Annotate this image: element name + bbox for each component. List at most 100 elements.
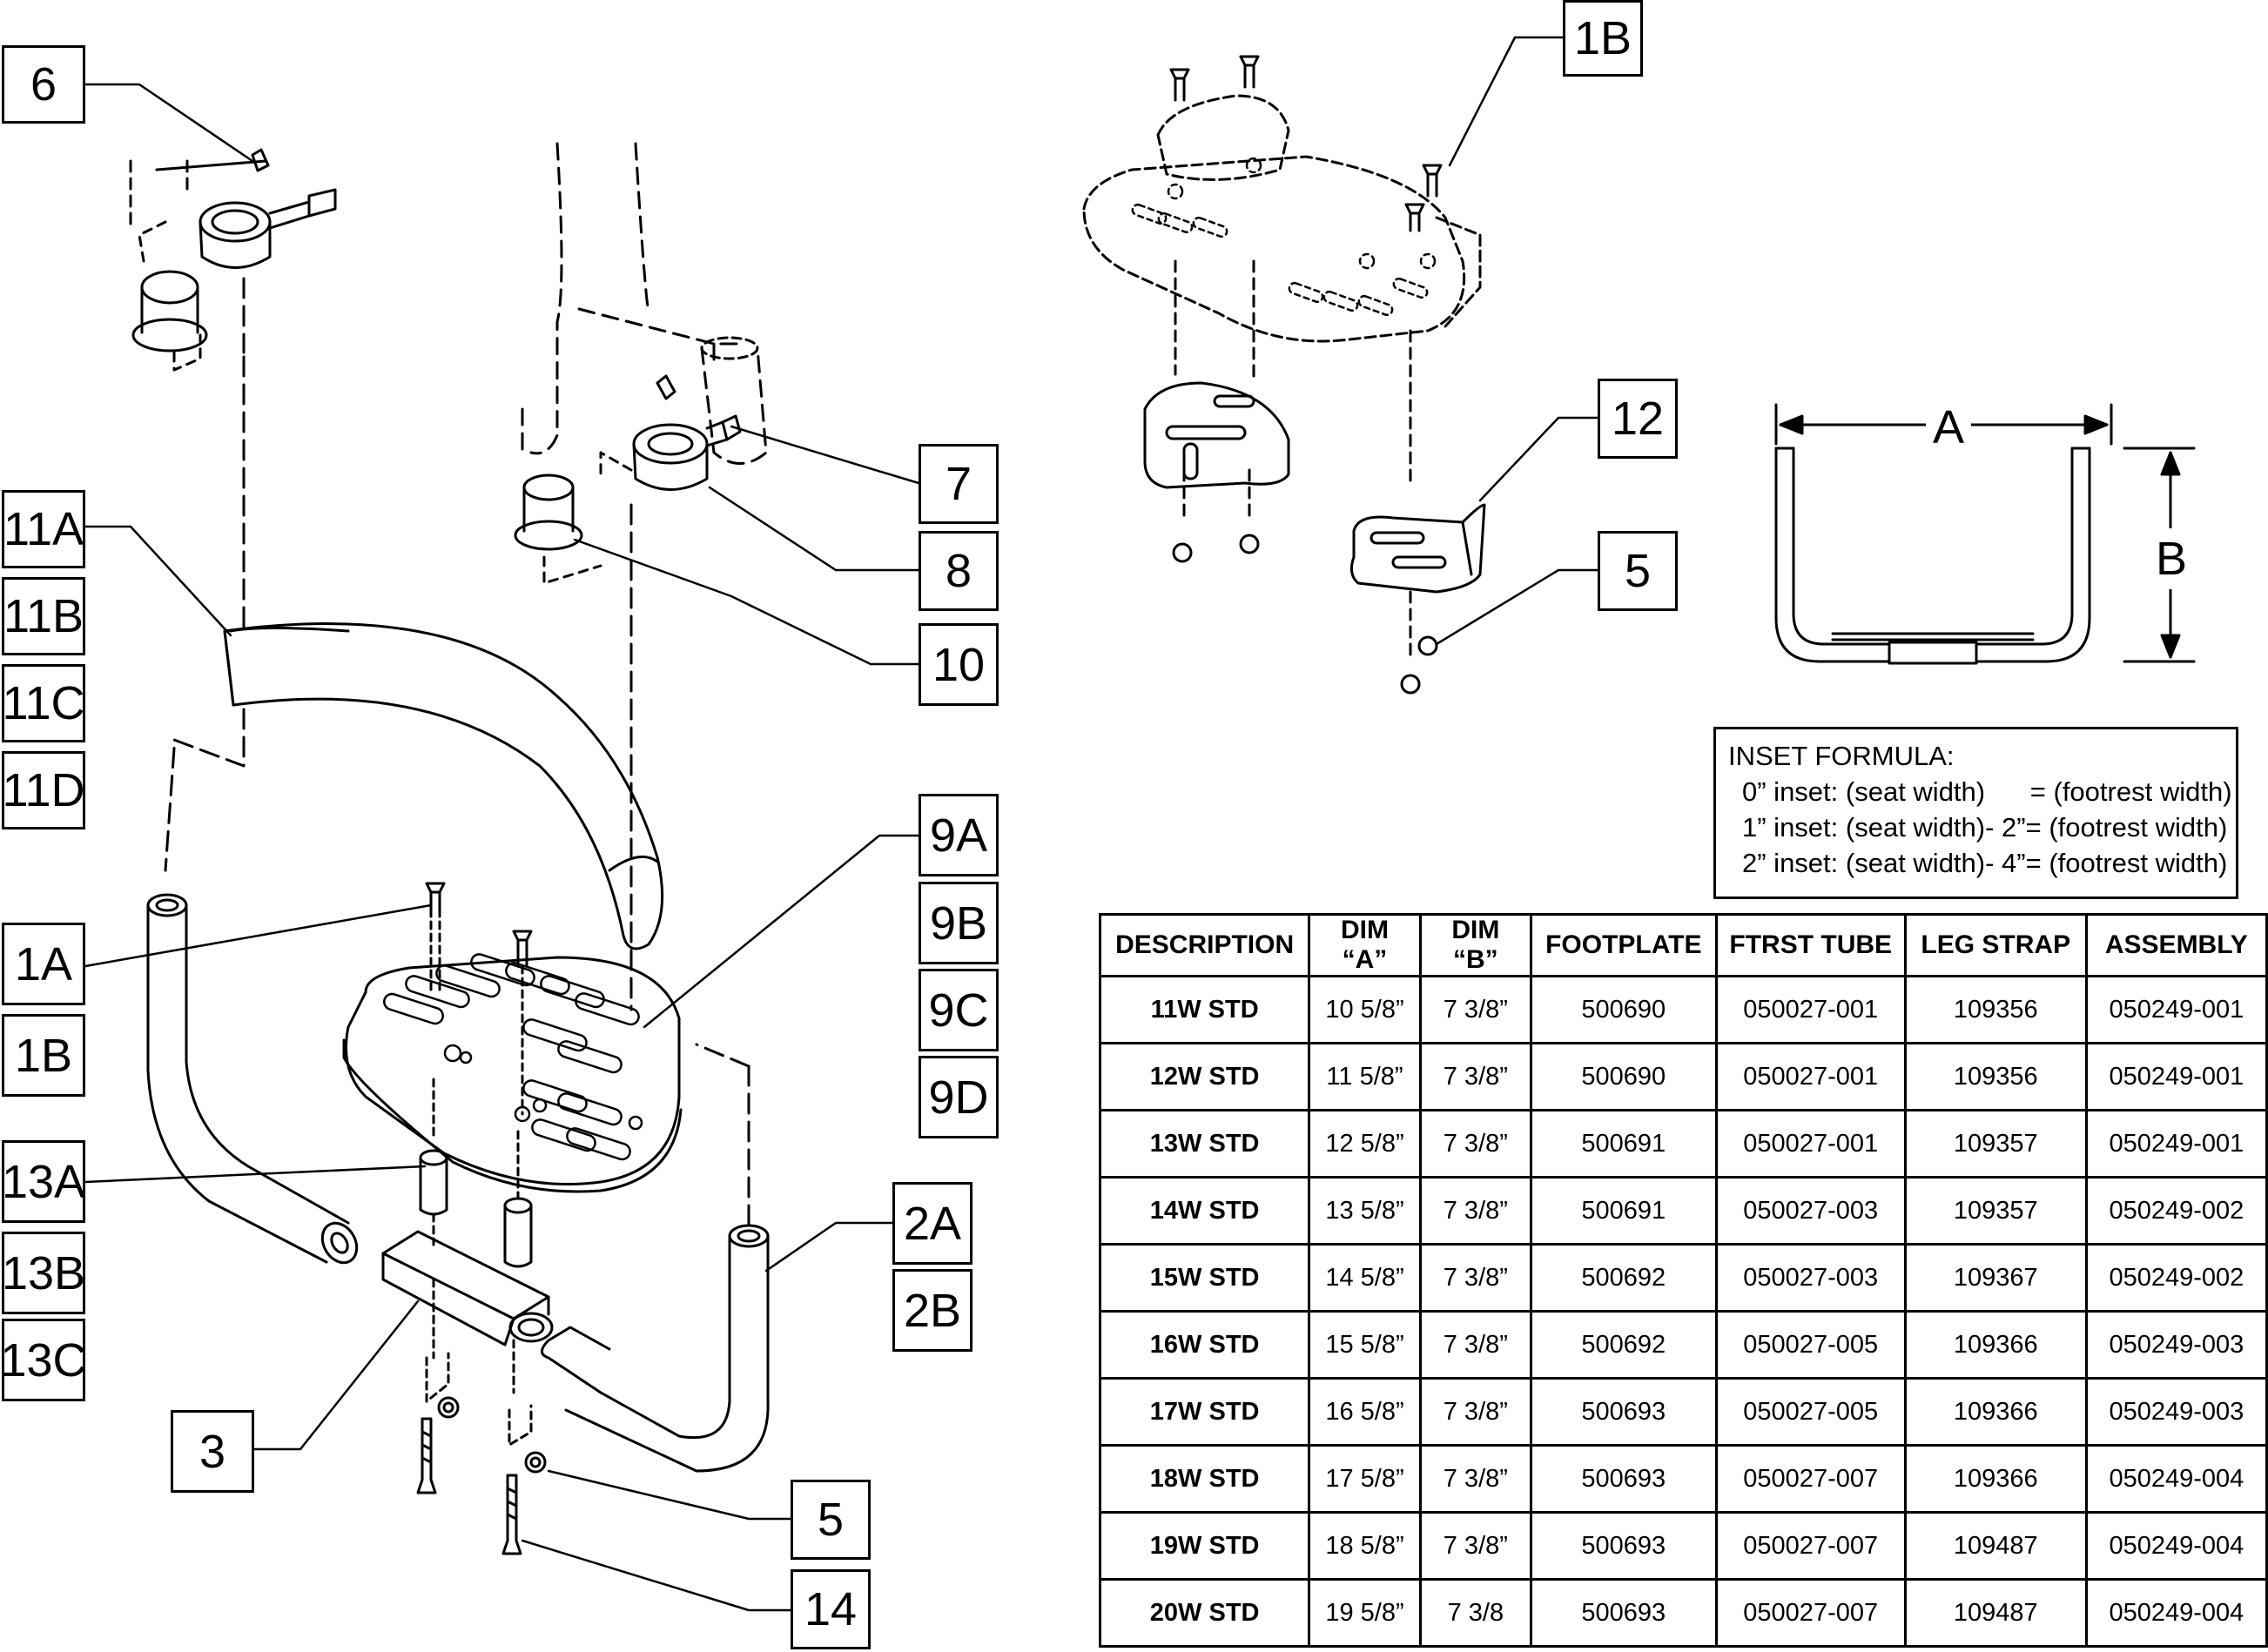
cell-assembly: 050249-003 <box>2084 1377 2268 1447</box>
callout-13a: 13A <box>2 1140 85 1223</box>
callout-12: 12 <box>1598 379 1678 459</box>
header-leg-strap: LEG STRAP <box>1903 913 2088 977</box>
callout-2b: 2B <box>892 1269 972 1352</box>
clamp-block <box>381 1230 554 1555</box>
table-header-row: DESCRIPTION DIM “A” DIM “B” FOOTPLATE FT… <box>1098 913 2268 977</box>
cell-assembly: 050249-004 <box>2084 1511 2268 1581</box>
cell-footplate: 500691 <box>1530 1109 1718 1179</box>
header-dim-a: DIM “A” <box>1308 913 1422 977</box>
dimension-b-label: B <box>2156 528 2188 589</box>
table-row: 12W STD 11 5/8” 7 3/8” 500690 050027-001… <box>1098 1042 2268 1111</box>
top-left-clamp-assembly <box>129 148 337 372</box>
cell-leg-strap: 109487 <box>1903 1511 2088 1581</box>
table-row: 17W STD 16 5/8” 7 3/8” 500693 050027-005… <box>1098 1377 2268 1447</box>
callout-9a: 9A <box>919 794 999 876</box>
cell-description: 15W STD <box>1098 1243 1311 1313</box>
cell-dim-b: 7 3/8” <box>1418 1377 1533 1447</box>
dimension-diagram <box>1774 403 2196 665</box>
callout-6: 6 <box>2 45 85 124</box>
spacers <box>419 1130 533 1268</box>
cell-assembly: 050249-001 <box>2084 1109 2268 1179</box>
cell-ftrst-tube: 050027-001 <box>1714 1042 1907 1111</box>
cell-dim-b: 7 3/8” <box>1418 1444 1533 1514</box>
cell-description: 11W STD <box>1098 975 1311 1044</box>
cell-leg-strap: 109487 <box>1903 1578 2088 1648</box>
cell-leg-strap: 109357 <box>1903 1176 2088 1246</box>
callout-13b: 13B <box>2 1232 85 1314</box>
table-row: 11W STD 10 5/8” 7 3/8” 500690 050027-001… <box>1098 975 2268 1044</box>
cell-description: 16W STD <box>1098 1310 1311 1380</box>
cell-leg-strap: 109366 <box>1903 1444 2088 1514</box>
cell-ftrst-tube: 050027-005 <box>1714 1377 1907 1447</box>
cell-assembly: 050249-003 <box>2084 1310 2268 1380</box>
cell-ftrst-tube: 050027-003 <box>1714 1176 1907 1246</box>
cell-description: 18W STD <box>1098 1444 1311 1514</box>
cell-ftrst-tube: 050027-007 <box>1714 1578 1907 1648</box>
cell-footplate: 500690 <box>1530 975 1718 1044</box>
header-ftrst-tube: FTRST TUBE <box>1714 913 1907 977</box>
cell-dim-b: 7 3/8” <box>1418 1243 1533 1313</box>
cell-dim-a: 10 5/8” <box>1308 975 1422 1044</box>
cell-dim-b: 7 3/8” <box>1418 1176 1533 1246</box>
callout-1b-left: 1B <box>2 1014 85 1097</box>
callout-9c: 9C <box>919 969 999 1051</box>
cell-dim-a: 15 5/8” <box>1308 1310 1422 1380</box>
cell-footplate: 500692 <box>1530 1310 1718 1380</box>
callout-5-bottom: 5 <box>791 1480 871 1560</box>
cell-ftrst-tube: 050027-007 <box>1714 1444 1907 1514</box>
callout-5-right: 5 <box>1598 531 1678 611</box>
cell-description: 12W STD <box>1098 1042 1311 1111</box>
table-row: 19W STD 18 5/8” 7 3/8” 500693 050027-007… <box>1098 1511 2268 1581</box>
cell-dim-b: 7 3/8” <box>1418 1042 1533 1111</box>
cell-leg-strap: 109366 <box>1903 1310 2088 1380</box>
cell-leg-strap: 109366 <box>1903 1377 2088 1447</box>
cell-footplate: 500691 <box>1530 1176 1718 1246</box>
cell-dim-b: 7 3/8” <box>1418 1310 1533 1380</box>
cell-footplate: 500693 <box>1530 1578 1718 1648</box>
callout-2a: 2A <box>892 1182 972 1265</box>
footplate <box>342 882 683 1193</box>
cell-ftrst-tube: 050027-003 <box>1714 1243 1907 1313</box>
callout-9d: 9D <box>919 1056 999 1138</box>
footrest-tube-assembly <box>146 893 770 1473</box>
callout-3: 3 <box>171 1410 254 1493</box>
header-footplate: FOOTPLATE <box>1530 913 1718 977</box>
callout-1b-top: 1B <box>1563 0 1643 77</box>
table-row: 15W STD 14 5/8” 7 3/8” 500692 050027-003… <box>1098 1243 2268 1313</box>
cell-footplate: 500692 <box>1530 1243 1718 1313</box>
table-row: 16W STD 15 5/8” 7 3/8” 500692 050027-005… <box>1098 1310 2268 1380</box>
cell-assembly: 050249-002 <box>2084 1176 2268 1246</box>
table-row: 18W STD 17 5/8” 7 3/8” 500693 050027-007… <box>1098 1444 2268 1514</box>
table-row: 14W STD 13 5/8” 7 3/8” 500691 050027-003… <box>1098 1176 2268 1246</box>
table-row: 20W STD 19 5/8” 7 3/8 500693 050027-007 … <box>1098 1578 2268 1648</box>
cell-ftrst-tube: 050027-007 <box>1714 1511 1907 1581</box>
cell-ftrst-tube: 050027-001 <box>1714 1109 1907 1179</box>
cell-dim-a: 16 5/8” <box>1308 1377 1422 1447</box>
cell-dim-a: 11 5/8” <box>1308 1042 1422 1111</box>
callout-7: 7 <box>919 444 999 524</box>
callout-9b: 9B <box>919 882 999 964</box>
inset-formula-line-2: 2” inset: (seat width)- 4”= (footrest wi… <box>1742 848 2228 878</box>
cell-dim-a: 17 5/8” <box>1308 1444 1422 1514</box>
cell-footplate: 500690 <box>1530 1042 1718 1111</box>
callout-11c: 11C <box>2 664 85 742</box>
frame-tube-section <box>514 142 768 1011</box>
cell-assembly: 050249-001 <box>2084 1042 2268 1111</box>
leg-strap <box>164 355 664 950</box>
cell-leg-strap: 109367 <box>1903 1243 2088 1313</box>
dimension-a-label: A <box>1926 400 1972 454</box>
callout-14: 14 <box>791 1569 871 1649</box>
cell-dim-b: 7 3/8” <box>1418 1511 1533 1581</box>
cell-dim-b: 7 3/8” <box>1418 975 1533 1044</box>
cell-ftrst-tube: 050027-001 <box>1714 975 1907 1044</box>
header-dim-b: DIM “B” <box>1418 913 1533 977</box>
cell-dim-a: 14 5/8” <box>1308 1243 1422 1313</box>
table-row: 13W STD 12 5/8” 7 3/8” 500691 050027-001… <box>1098 1109 2268 1179</box>
cell-footplate: 500693 <box>1530 1444 1718 1514</box>
cell-leg-strap: 109357 <box>1903 1109 2088 1179</box>
callout-11d: 11D <box>2 751 85 829</box>
callout-8: 8 <box>919 531 999 611</box>
cell-description: 17W STD <box>1098 1377 1311 1447</box>
cell-description: 20W STD <box>1098 1578 1311 1648</box>
